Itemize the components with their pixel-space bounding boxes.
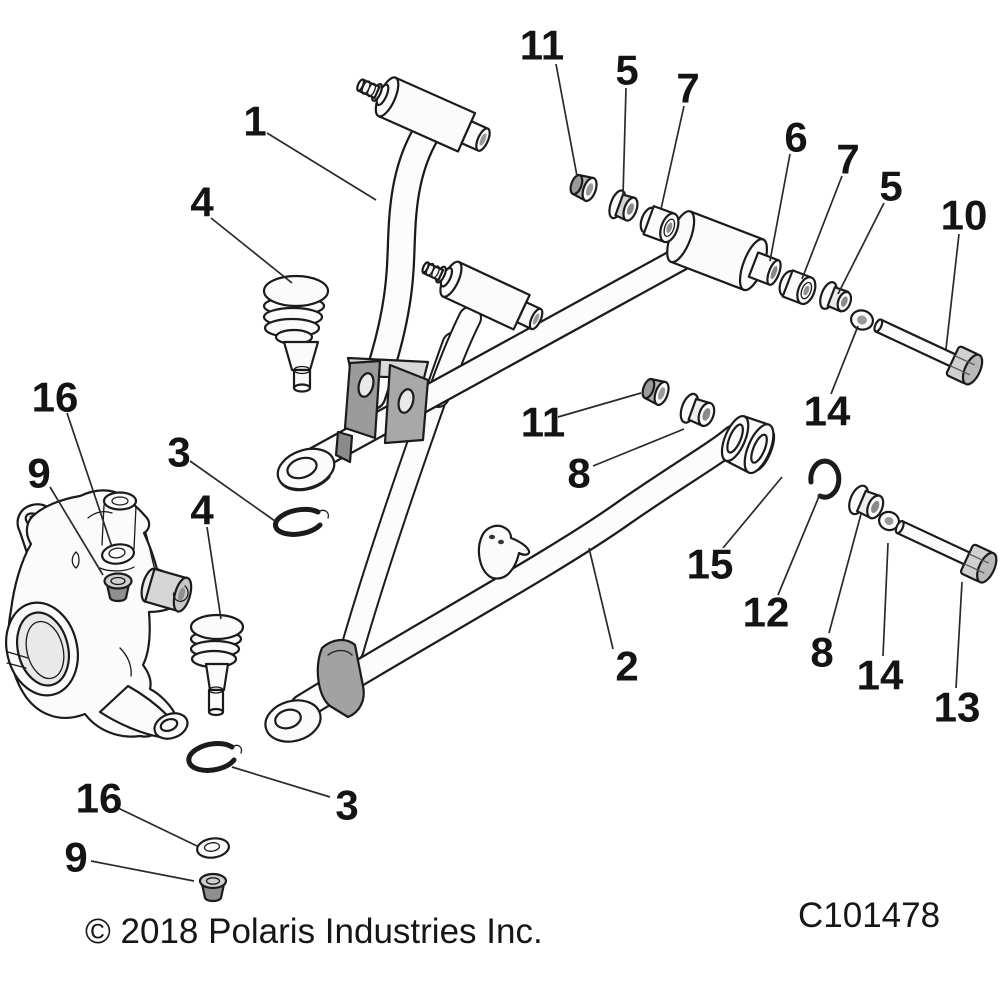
callout-label-5-11: 5 xyxy=(879,163,902,210)
upper-arm-ball-joint-eye xyxy=(276,447,336,492)
callout-label-6-9: 6 xyxy=(784,114,807,161)
part-code: C101478 xyxy=(798,896,940,935)
callout-label-7-10: 7 xyxy=(836,136,859,183)
callout-label-3-24: 3 xyxy=(335,782,358,829)
callout-label-7-8: 7 xyxy=(676,65,699,112)
upper-arm-bracket xyxy=(334,356,430,464)
callout-label-5-7: 5 xyxy=(615,47,638,94)
callout-label-10-12: 10 xyxy=(941,192,988,239)
callout-leader-14-13 xyxy=(830,325,859,395)
callout-leader-1-0 xyxy=(266,132,377,201)
ball-joint-lower xyxy=(189,613,245,717)
callout-leader-16-2 xyxy=(66,412,113,548)
callout-leader-5-11 xyxy=(837,202,885,295)
callout-label-1-0: 1 xyxy=(243,98,266,145)
bushing-7-left xyxy=(639,205,680,244)
bolt-13 xyxy=(894,519,998,584)
snap-ring-upper xyxy=(273,506,330,537)
plug-upper xyxy=(103,572,133,603)
callout-leader-2-21 xyxy=(588,547,614,650)
knuckle-bearing-bore xyxy=(5,601,79,697)
callout-label-11-6: 11 xyxy=(520,22,564,69)
lower-arm-pivot-eye xyxy=(720,414,776,475)
callout-leader-4-5 xyxy=(206,526,222,620)
callout-label-15-16: 15 xyxy=(687,541,734,588)
callout-label-9-3: 9 xyxy=(27,450,50,497)
upper-control-arm xyxy=(276,76,782,492)
flanged-bushing-8-upper xyxy=(679,392,716,428)
callout-leader-15-16 xyxy=(722,476,783,549)
callout-label-13-20: 13 xyxy=(934,684,981,731)
callout-label-11-14: 11 xyxy=(521,399,565,446)
callout-label-16-22: 16 xyxy=(76,775,123,822)
nut-11-top xyxy=(569,173,598,202)
flanged-bushing-8-lower xyxy=(848,484,885,520)
callout-label-4-5: 4 xyxy=(190,487,214,534)
washer-14-top xyxy=(849,309,875,331)
lower-arm-bracket xyxy=(316,638,365,719)
callout-leader-3-24 xyxy=(231,766,331,798)
flanged-bushing-5-right xyxy=(819,281,853,313)
bushing-7-right xyxy=(778,269,817,306)
callout-label-14-13: 14 xyxy=(804,388,851,435)
callout-leader-3-4 xyxy=(189,460,276,522)
callout-leader-12-17 xyxy=(777,493,821,596)
upper-ball-joint-boss xyxy=(101,491,138,550)
callout-leader-16-22 xyxy=(115,806,198,847)
copyright-text: © 2018 Polaris Industries Inc. xyxy=(85,912,543,951)
callout-leader-9-23 xyxy=(90,860,195,882)
callout-leader-7-10 xyxy=(801,175,843,280)
callout-leader-11-14 xyxy=(557,392,642,418)
knuckle-bushing xyxy=(140,567,193,613)
upper-arm-front-pivot xyxy=(356,76,491,153)
thrust-washer-upper xyxy=(101,543,135,565)
callout-label-9-23: 9 xyxy=(64,834,87,881)
callout-leader-10-12 xyxy=(945,233,960,350)
tube-mount-tab xyxy=(477,524,531,580)
upper-arm-cross-tube xyxy=(666,210,782,292)
callout-leader-14-19 xyxy=(882,542,889,657)
upper-arm-rear-pivot xyxy=(421,260,544,331)
callout-label-2-21: 2 xyxy=(615,643,638,690)
callout-label-3-4: 3 xyxy=(167,429,190,476)
knuckle-lower-eye xyxy=(98,684,189,740)
callout-leader-6-9 xyxy=(769,153,791,262)
callout-leader-8-15 xyxy=(592,428,685,467)
flanged-nut-5-top xyxy=(608,189,639,222)
callout-leader-7-8 xyxy=(660,105,685,210)
callout-label-14-19: 14 xyxy=(857,652,904,699)
steering-knuckle xyxy=(5,489,193,740)
callout-label-8-15: 8 xyxy=(567,450,590,497)
callout-leader-13-20 xyxy=(955,581,963,689)
plug-lower xyxy=(198,872,228,903)
callout-label-8-18: 8 xyxy=(810,629,833,676)
washer-lower xyxy=(196,837,230,859)
nut-11-mid xyxy=(641,377,670,406)
callout-leader-9-3 xyxy=(49,486,104,576)
callout-leader-8-18 xyxy=(828,513,862,634)
callout-label-12-17: 12 xyxy=(743,589,790,636)
callout-leader-4-1 xyxy=(210,217,293,284)
callout-label-4-1: 4 xyxy=(190,179,214,226)
callout-leader-11-6 xyxy=(555,63,578,177)
snap-ring-12 xyxy=(808,458,842,500)
lower-arm-ball-joint-eye xyxy=(264,699,322,743)
callout-label-16-2: 16 xyxy=(32,374,79,421)
bolt-10 xyxy=(873,318,984,386)
ball-joint-upper xyxy=(262,274,330,393)
snap-ring-lower xyxy=(186,741,243,773)
lower-control-arm xyxy=(264,331,776,743)
callout-leader-5-7 xyxy=(622,87,627,197)
inner-sleeve-6 xyxy=(747,251,782,286)
